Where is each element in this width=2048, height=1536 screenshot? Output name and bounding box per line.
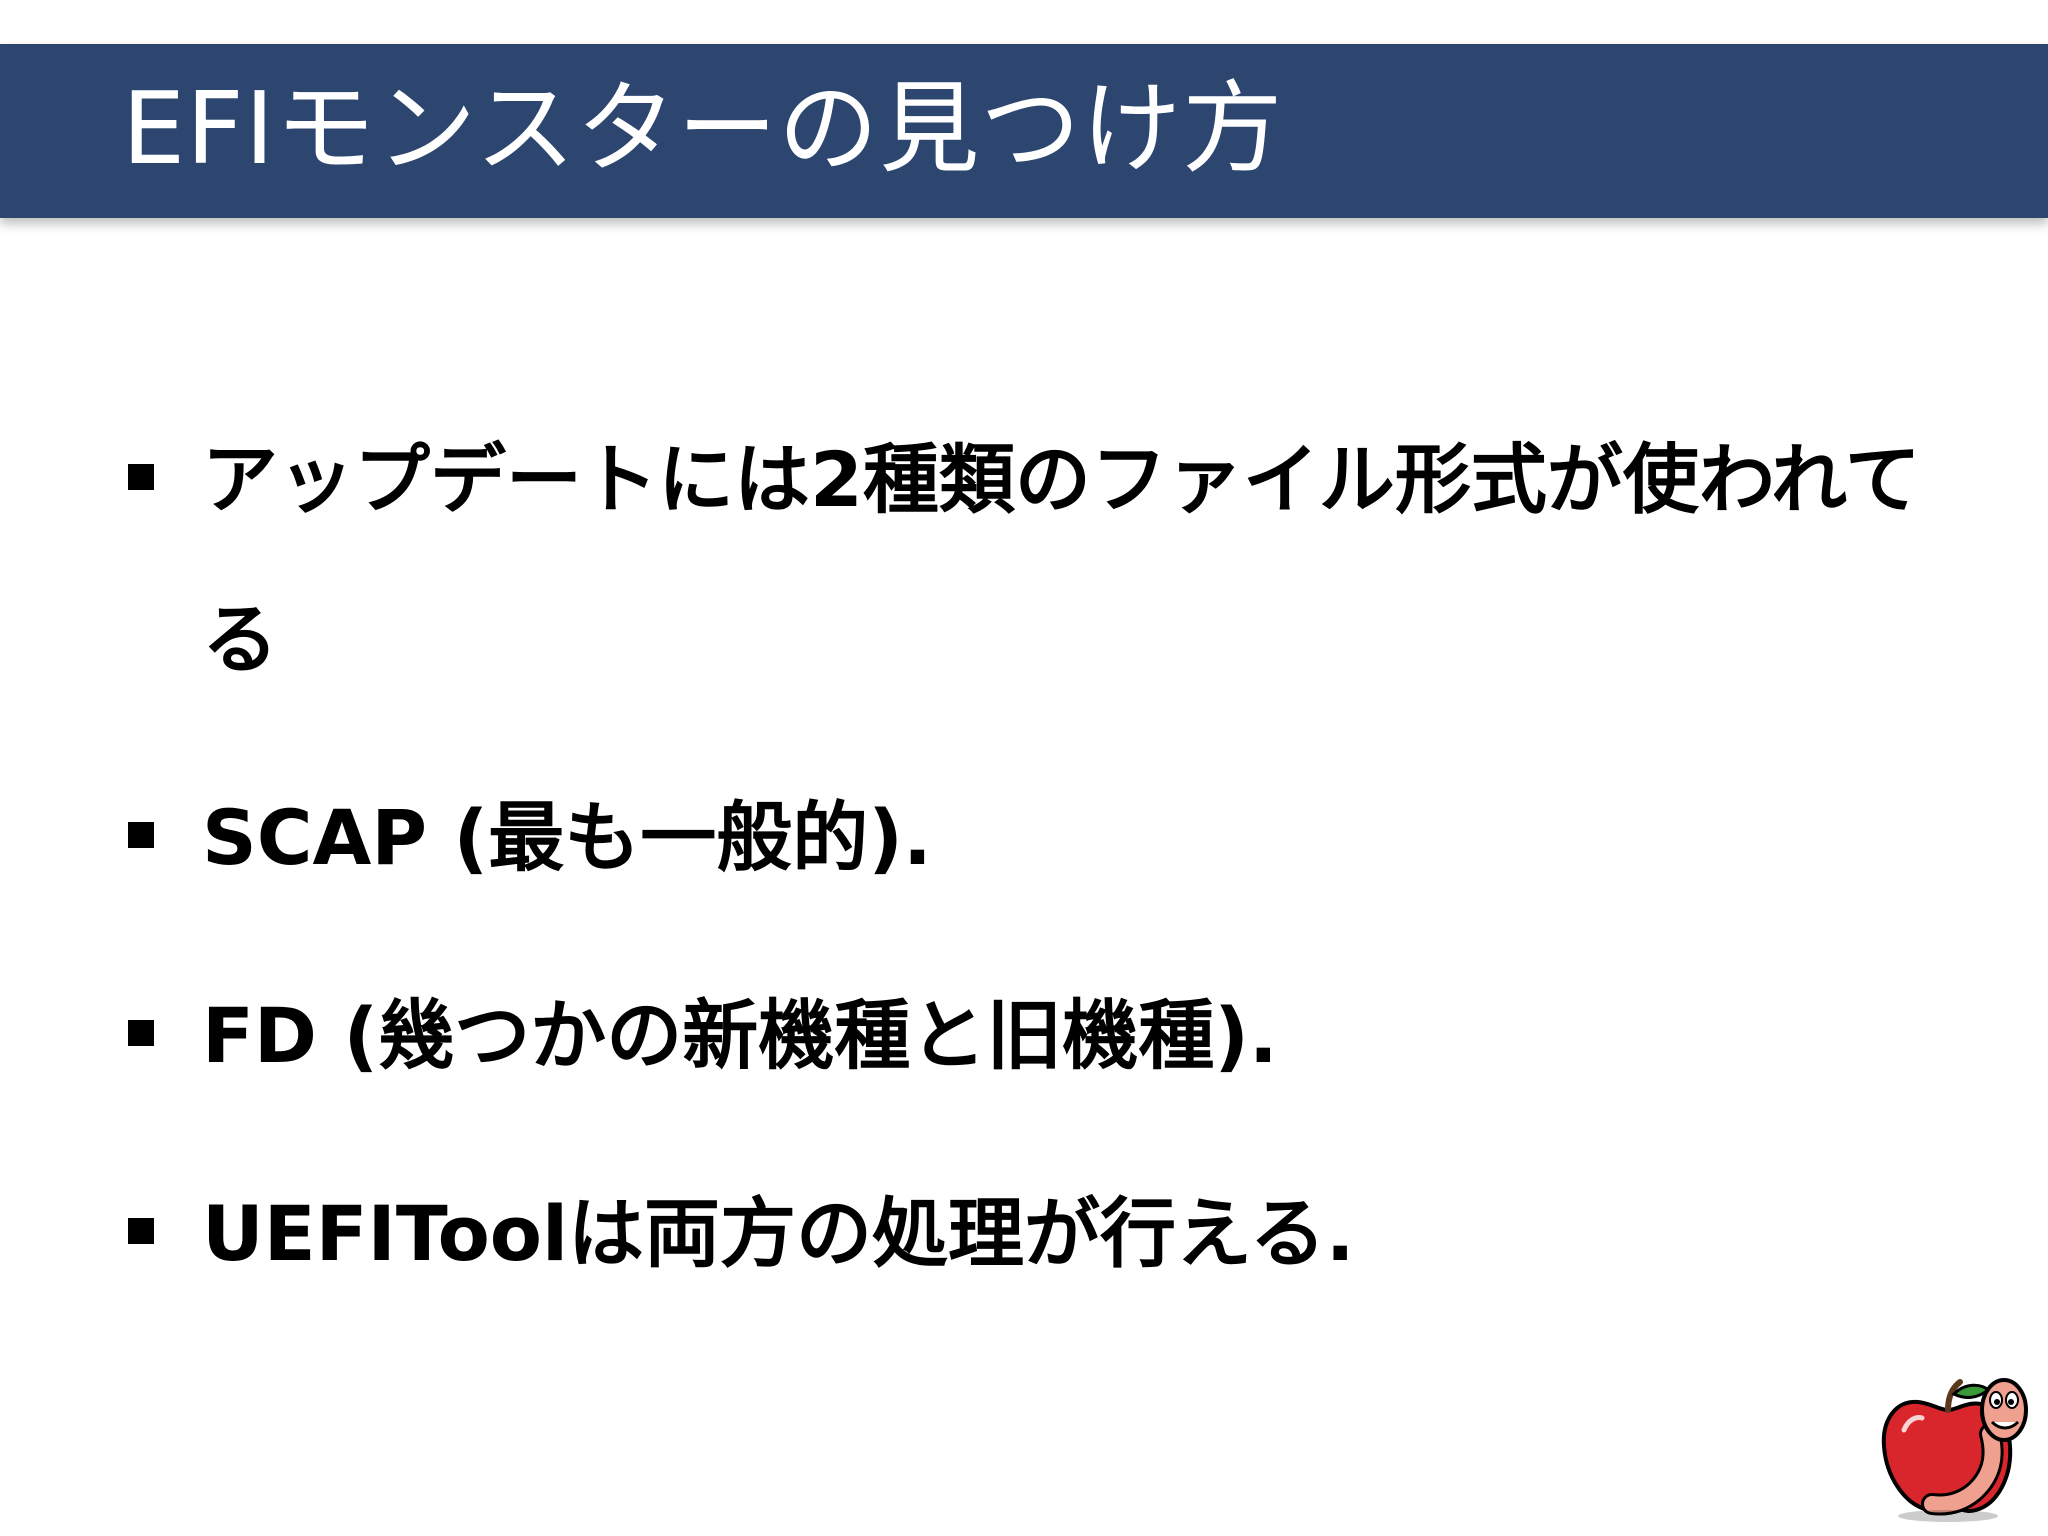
bullet-item: SCAP (最も一般的). (128, 758, 1928, 918)
bullet-item: アップデートには2種類のファイル形式が使われてる (128, 400, 1942, 720)
bullet-text: FD (幾つかの新機種と旧機種). (202, 991, 1278, 1080)
title-bar: EFIモンスターの見つけ方 (0, 44, 2048, 218)
square-bullet-icon (128, 464, 154, 490)
bullet-item: FD (幾つかの新機種と旧機種). (128, 956, 1928, 1116)
bullet-text: SCAP (最も一般的). (202, 793, 932, 882)
square-bullet-icon (128, 1020, 154, 1046)
apple-worm-logo-icon (1881, 1378, 2028, 1522)
bullet-text: アップデートには2種類のファイル形式が使われてる (202, 435, 1921, 684)
slide-title: EFIモンスターの見つけ方 (122, 70, 1284, 187)
bullet-text: UEFIToolは両方の処理が行える. (202, 1189, 1355, 1278)
square-bullet-icon (128, 822, 154, 848)
bullet-list: アップデートには2種類のファイル形式が使われてる SCAP (最も一般的). F… (128, 400, 1928, 1352)
square-bullet-icon (128, 1218, 154, 1244)
bullet-item: UEFIToolは両方の処理が行える. (128, 1154, 1928, 1314)
